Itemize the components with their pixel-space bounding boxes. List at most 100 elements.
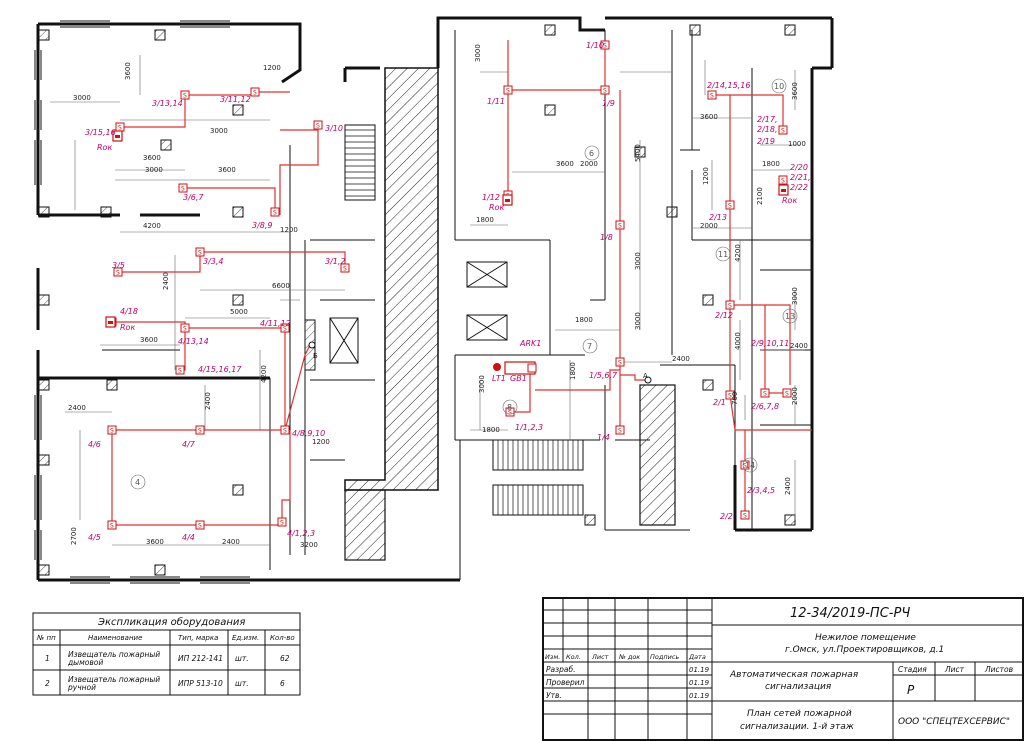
dimension-label: 6600 bbox=[272, 282, 290, 290]
annunciator-label: LT1 bbox=[492, 374, 506, 383]
detector-label: 2/6,7,8 bbox=[751, 402, 779, 411]
smoke-detector-icon bbox=[178, 183, 188, 193]
building-walls bbox=[36, 16, 834, 582]
svg-text:S: S bbox=[728, 203, 732, 210]
svg-text:S: S bbox=[283, 428, 287, 435]
dimension-label: 4200 bbox=[734, 244, 742, 262]
smoke-detector-icon bbox=[503, 85, 513, 95]
explication-cell: 6 bbox=[280, 679, 285, 688]
smoke-detector-icon bbox=[277, 517, 287, 527]
columns bbox=[38, 24, 796, 576]
smoke-detector-icon bbox=[195, 520, 205, 530]
explication-cell: 62 bbox=[280, 654, 290, 663]
explication-cell: ИП 212-141 bbox=[178, 654, 223, 663]
dimension-label: 2400 bbox=[784, 477, 792, 495]
detector-label: 2/12 bbox=[715, 311, 733, 320]
dimension-label: 5400 bbox=[634, 144, 642, 162]
svg-text:S: S bbox=[110, 428, 114, 435]
smoke-detector-icon bbox=[195, 247, 205, 257]
explication-header: Наименование bbox=[88, 634, 142, 642]
detector-label: 4/8,9,10 bbox=[292, 429, 325, 438]
detector-label: 3/8,9 bbox=[252, 221, 273, 230]
dimension-label: 1800 bbox=[762, 160, 780, 168]
smoke-detector-icon bbox=[778, 175, 788, 185]
column bbox=[38, 454, 50, 466]
smoke-detector-icon bbox=[600, 85, 610, 95]
section-mark: Б bbox=[313, 352, 318, 360]
svg-text:S: S bbox=[743, 513, 747, 520]
svg-text:S: S bbox=[781, 178, 785, 185]
col-header: № док bbox=[618, 653, 640, 661]
dimension-label: 1200 bbox=[263, 64, 281, 72]
dimension-label: 3000 bbox=[145, 166, 163, 174]
smoke-detector-icon bbox=[107, 520, 117, 530]
light-annunciator-icon bbox=[493, 363, 501, 371]
sheets-header: Листов bbox=[984, 665, 1013, 674]
svg-text:S: S bbox=[198, 523, 202, 530]
explication-cell: Извещатель пожарный bbox=[68, 650, 160, 659]
svg-text:S: S bbox=[273, 210, 277, 217]
dimension-label: 2100 bbox=[756, 187, 764, 205]
detector-label: 3/11,12 bbox=[220, 95, 251, 104]
dimension-label: 3600 bbox=[556, 160, 574, 168]
detector-label: 2/3,4,5 bbox=[747, 486, 775, 495]
explication-cell: шт. bbox=[235, 679, 249, 688]
column bbox=[544, 24, 556, 36]
column bbox=[154, 29, 166, 41]
detector-label: 1/11 bbox=[487, 97, 505, 106]
smoke-detector-icon bbox=[280, 425, 290, 435]
dimension-label: 2400 bbox=[68, 404, 86, 412]
svg-text:S: S bbox=[198, 428, 202, 435]
system-name: сигнализация bbox=[765, 682, 832, 692]
date: 01.19 bbox=[689, 679, 710, 687]
manual-point-label: Rок bbox=[97, 143, 112, 152]
svg-text:S: S bbox=[283, 326, 287, 333]
detector-label: 1/8 bbox=[600, 233, 613, 242]
section-mark: A bbox=[643, 372, 648, 380]
dimension-label: 2400 bbox=[672, 355, 690, 363]
dimension-label: 1000 bbox=[788, 140, 806, 148]
col-header: Кол. bbox=[566, 653, 581, 661]
dimension-label: 700 bbox=[731, 392, 739, 405]
detector-label: 1/12 bbox=[482, 193, 500, 202]
svg-text:S: S bbox=[183, 326, 187, 333]
smoke-detector-icon bbox=[313, 120, 323, 130]
battery-label: GB1 bbox=[510, 374, 527, 383]
smoke-detector-icon bbox=[725, 200, 735, 210]
detector-label: 4/18 bbox=[120, 307, 138, 316]
col-header: Подпись bbox=[650, 653, 679, 661]
room-number: 11 bbox=[718, 250, 728, 259]
detector-label: 2/9,10,11 bbox=[751, 339, 789, 348]
svg-text:S: S bbox=[181, 186, 185, 193]
panel-label: ARK1 bbox=[519, 339, 541, 348]
stage-value: Р bbox=[907, 683, 915, 697]
smoke-detector-icon bbox=[600, 40, 610, 50]
detector-label: 4/15,16,17 bbox=[198, 365, 242, 374]
manual-point-label: Rок bbox=[489, 203, 504, 212]
smoke-detector-icon bbox=[725, 390, 735, 400]
explication-table: Экспликация оборудования № пп Наименован… bbox=[32, 612, 301, 696]
column bbox=[544, 104, 556, 116]
title-block: 12-34/2019-ПС-РЧ Нежилое помещение г.Омс… bbox=[542, 597, 1024, 741]
role-label: Разраб. bbox=[546, 665, 575, 674]
svg-text:S: S bbox=[743, 463, 747, 470]
smoke-detector-icon bbox=[195, 425, 205, 435]
svg-text:S: S bbox=[618, 428, 622, 435]
dimension-label: 3000 bbox=[474, 44, 482, 62]
detector-label: 4/1,2,3 bbox=[287, 529, 315, 538]
date: 01.19 bbox=[689, 666, 710, 674]
col-header: Изм. bbox=[545, 653, 560, 661]
dimension-label: 2400 bbox=[204, 392, 212, 410]
detector-label: 4/5 bbox=[88, 533, 101, 542]
dimension-label: 3000 bbox=[478, 375, 486, 393]
smoke-detector-icon bbox=[760, 388, 770, 398]
column bbox=[666, 206, 678, 218]
detector-label: 2/22 bbox=[790, 183, 808, 192]
dimension-label: 4200 bbox=[143, 222, 161, 230]
detector-label: 3/3,4 bbox=[203, 257, 224, 266]
dimension-label: 2000 bbox=[791, 387, 799, 405]
smoke-detector-icon bbox=[280, 323, 290, 333]
smoke-detector-icon bbox=[270, 207, 280, 217]
